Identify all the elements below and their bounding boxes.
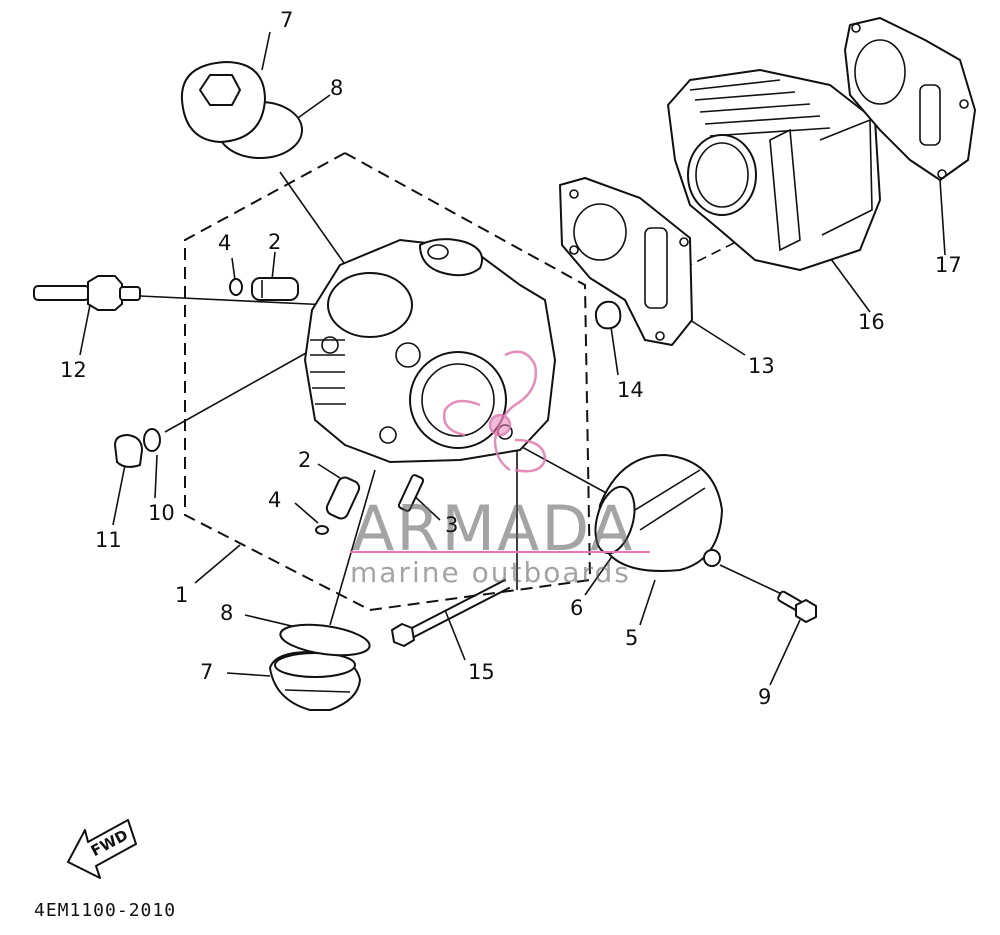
spark-plug-part: [33, 275, 141, 311]
oring-small-bottom-part: [315, 525, 329, 535]
callout-8-bottom: 8: [220, 601, 234, 625]
callout-14: 14: [617, 378, 644, 402]
fwd-arrow-icon: [67, 819, 137, 879]
cylinder-head-part: [304, 238, 556, 463]
callout-4-bottom: 4: [268, 488, 282, 512]
callout-13: 13: [748, 354, 775, 378]
callout-2-bottom: 2: [298, 448, 312, 472]
callout-4-top: 4: [218, 231, 232, 255]
long-bolt-part: [391, 579, 510, 647]
watermark-tagline: marine outboards: [350, 556, 631, 589]
callout-7-bottom: 7: [200, 660, 214, 684]
leader-lines: [79, 31, 946, 686]
callout-2-top: 2: [268, 230, 282, 254]
cylinder-dowel-part: [594, 300, 622, 330]
callout-3: 3: [445, 513, 459, 537]
cylinder-part: [667, 69, 881, 271]
callout-11: 11: [95, 528, 122, 552]
callout-10: 10: [148, 501, 175, 525]
armada-logo-mark-icon: [442, 350, 547, 473]
cover-bolt-part: [777, 590, 817, 623]
stud-part: [397, 474, 425, 512]
callout-17: 17: [935, 253, 962, 277]
base-gasket-part: [559, 177, 693, 346]
assembly-boundary: [184, 151, 592, 612]
cap-top-part: [180, 61, 303, 159]
watermark-brand: ARMADA: [352, 492, 635, 565]
oring-small-top-part: [229, 278, 243, 296]
callout-9: 9: [758, 685, 772, 709]
dowel-top-part: [251, 277, 299, 301]
washer-part: [143, 428, 161, 452]
oring-bottom-part: [279, 623, 371, 657]
callout-5: 5: [625, 626, 639, 650]
side-cover-part: [598, 454, 723, 572]
callout-16: 16: [858, 310, 885, 334]
cap-bottom-part: [269, 651, 361, 711]
callout-12: 12: [60, 358, 87, 382]
callout-7-top: 7: [280, 8, 294, 32]
dowel-bottom-part: [325, 476, 361, 520]
head-gasket-part: [844, 17, 976, 181]
diagram-code: 4EM1100-2010: [34, 900, 177, 921]
plug-part: [114, 434, 143, 468]
callout-8-top: 8: [330, 76, 344, 100]
callout-15: 15: [468, 660, 495, 684]
callout-1: 1: [175, 583, 189, 607]
callout-6: 6: [570, 596, 584, 620]
